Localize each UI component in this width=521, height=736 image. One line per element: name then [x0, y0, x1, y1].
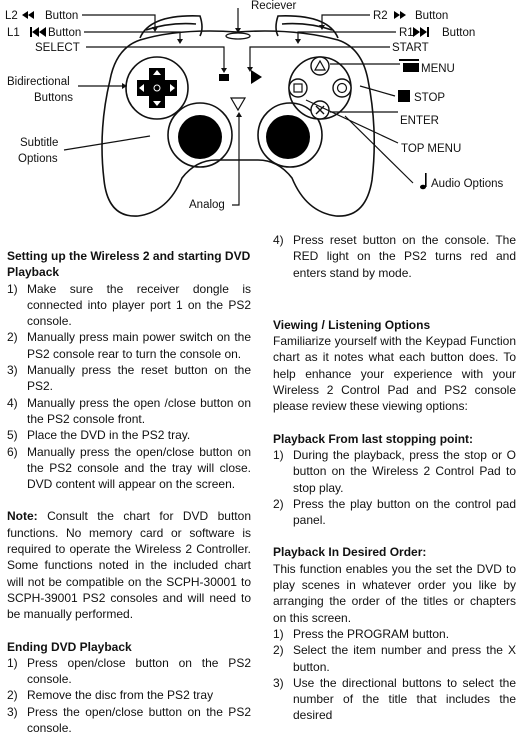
- list-item: 2)Press the play button on the control p…: [273, 496, 516, 528]
- rewind-icon: [22, 11, 34, 19]
- list-item: 1)Make sure the receiver dongle is conne…: [7, 281, 251, 329]
- viewing-paragraph: Familiarize yourself with the Keypad Fun…: [273, 334, 516, 414]
- desired-order-paragraph: This function enables you the set the DV…: [273, 561, 516, 625]
- l1-button-label: Button: [48, 27, 81, 39]
- list-item: 2)Remove the disc from the PS2 tray: [7, 688, 214, 703]
- list-item: 6)Manually press the open/close button o…: [7, 444, 251, 492]
- r1-button-label: Button: [442, 27, 475, 39]
- left-column: Setting up the Wireless 2 and starting D…: [7, 248, 251, 736]
- left-analog-stick: [178, 115, 222, 159]
- analog-label: Analog: [189, 199, 225, 211]
- r1-label: R1: [399, 27, 414, 39]
- ending-steps: 1)Press open/close button on the PS2 con…: [7, 655, 251, 736]
- desired-order-steps: 1)Press the PROGRAM button. 2)Select the…: [273, 626, 516, 724]
- square-button-icon: [288, 78, 308, 98]
- leader-lines: [63, 8, 414, 206]
- right-column: 4)Press reset button on the console. The…: [273, 232, 516, 724]
- buttons-label: Buttons: [34, 92, 73, 104]
- r2-label: R2: [373, 10, 388, 22]
- list-item: 4)Press reset button on the console. The…: [273, 233, 516, 280]
- start-button-icon: [251, 70, 262, 84]
- l2-label: L2: [5, 10, 18, 22]
- setup-steps: 1)Make sure the receiver dongle is conne…: [7, 281, 251, 493]
- select-button-icon: [219, 74, 229, 81]
- list-item: 5)Place the DVD in the PS2 tray.: [7, 428, 191, 443]
- stop-icon: [398, 90, 410, 102]
- previous-chapter-icon: [30, 27, 46, 37]
- list-item: 2)Select the item number and press the X…: [273, 643, 516, 674]
- bidirectional-label: Bidirectional: [7, 76, 70, 88]
- receiver-dot: [225, 32, 251, 40]
- subtitle-label: Subtitle: [20, 137, 58, 149]
- list-item: 1)Press open/close button on the PS2 con…: [7, 655, 251, 687]
- last-stop-heading: Playback From last stopping point:: [273, 431, 474, 446]
- right-analog-stick: [266, 115, 310, 159]
- audio-options-label: Audio Options: [431, 178, 503, 190]
- dpad-icon: [137, 68, 177, 108]
- next-chapter-icon: [413, 27, 429, 37]
- triangle-button-icon: [310, 56, 330, 76]
- list-item: 1)Press the PROGRAM button.: [273, 626, 450, 641]
- select-label: SELECT: [35, 42, 80, 54]
- setup-steps-continued: 4)Press reset button on the console. The…: [273, 232, 516, 281]
- list-item: 2)Manually press main power switch on th…: [7, 330, 251, 361]
- list-item: 3)Press the open/close button on the PS2…: [7, 704, 251, 736]
- menu-label: MENU: [421, 63, 455, 75]
- l1-label: L1: [7, 27, 20, 39]
- list-item: 3)Manually press the reset button on the…: [7, 363, 251, 394]
- l2-button-label: Button: [45, 10, 78, 22]
- fast-forward-icon: [394, 11, 406, 19]
- top-menu-label: TOP MENU: [401, 143, 461, 155]
- controller-body: [101, 15, 376, 217]
- music-note-icon: [420, 173, 427, 190]
- stop-label: STOP: [414, 92, 445, 104]
- circle-button-icon: [332, 78, 352, 98]
- viewing-heading: Viewing / Listening Options: [273, 317, 431, 332]
- note-paragraph: Note: Consult the chart for DVD button f…: [7, 509, 251, 622]
- ending-heading: Ending DVD Playback: [7, 639, 132, 654]
- r2-button-label: Button: [415, 10, 448, 22]
- last-stop-steps: 1)During the playback, press the stop or…: [273, 447, 516, 528]
- setup-heading: Setting up the Wireless 2 and starting D…: [7, 249, 251, 280]
- list-item: 4)Manually press the open /close button …: [7, 395, 251, 426]
- analog-button-icon: [229, 97, 247, 112]
- controller-diagram: L2 Button L1 Button SELECT Bidirectional…: [5, 0, 503, 217]
- desired-order-heading: Playback In Desired Order:: [273, 545, 427, 560]
- enter-label: ENTER: [400, 115, 439, 127]
- start-label: START: [392, 42, 429, 54]
- options-label: Options: [18, 153, 58, 165]
- menu-icon: [399, 59, 419, 72]
- list-item: 3)Use the directional buttons to select …: [273, 675, 516, 723]
- list-item: 1)During the playback, press the stop or…: [273, 447, 516, 495]
- reciever-label: Reciever: [251, 0, 297, 12]
